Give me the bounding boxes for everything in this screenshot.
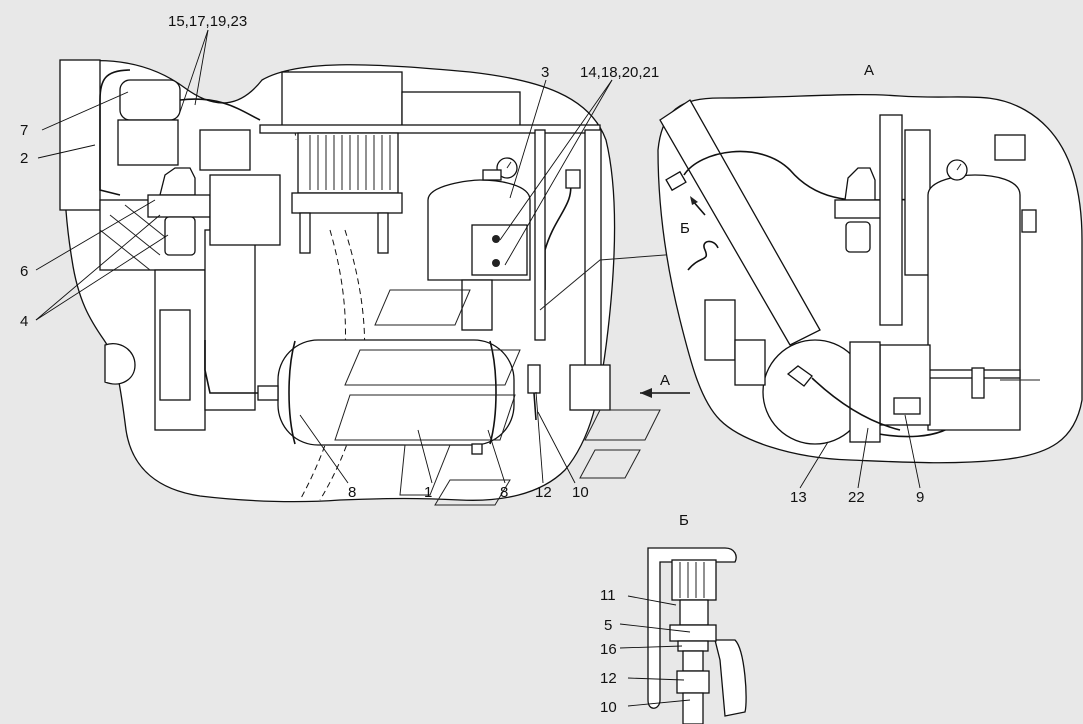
receiver-tank [277, 339, 515, 446]
view-a-title: А [864, 62, 874, 79]
support-leg [299, 212, 311, 254]
callout-label: 5 [604, 617, 612, 634]
tank-valve [786, 365, 813, 387]
callout-label: 10 [572, 484, 589, 501]
tank-inlet [257, 385, 279, 401]
valve-body [119, 79, 181, 121]
direction-arrow-head [640, 388, 652, 398]
callout-label: 10 [600, 699, 617, 716]
wire-hook [687, 240, 719, 271]
callout-label: 12 [600, 670, 617, 687]
fitting [971, 367, 985, 399]
drain-valve [471, 443, 483, 455]
callout-label: 13 [790, 489, 807, 506]
round-boss [104, 343, 136, 385]
gauge-needle [506, 161, 512, 169]
callout-label: 8 [500, 484, 508, 501]
hose [682, 692, 704, 724]
connector-block [704, 299, 736, 361]
callout-label: 22 [848, 489, 865, 506]
support-leg [377, 212, 389, 254]
coupling-socket [671, 559, 717, 601]
frame-bar [259, 124, 601, 134]
top-fitting [994, 134, 1026, 161]
coupling-neck [679, 599, 709, 626]
callout-label: 1 [424, 484, 432, 501]
socket-ribs [679, 562, 705, 598]
bracket-column [204, 229, 256, 411]
radiator-fins [309, 135, 391, 190]
washer [677, 640, 709, 652]
frame-bar [281, 71, 403, 127]
leader-lines [35, 29, 921, 707]
callout-label: 12 [535, 484, 552, 501]
pipe [204, 340, 258, 394]
tank-band [288, 340, 296, 445]
radiator-base [291, 192, 403, 214]
sleeve [676, 670, 710, 694]
frame-bar [401, 91, 521, 127]
side-panel [59, 59, 101, 211]
hex-nut [669, 624, 717, 642]
mount-bracket [471, 224, 528, 276]
callout-label: 14,18,20,21 [580, 64, 659, 81]
direction-a-label: А [660, 372, 670, 389]
frame-column [584, 129, 602, 401]
valve-body [117, 119, 179, 166]
gauge-stem [482, 169, 502, 181]
callout-label: 4 [20, 313, 28, 330]
tank-flange [849, 341, 881, 443]
pipe [811, 377, 901, 431]
dryer-bottom [461, 279, 493, 331]
nipple [682, 650, 704, 672]
gauge-needle [956, 163, 962, 171]
tank-band [489, 340, 497, 445]
coupling-head [665, 170, 687, 192]
filter-cartridge [845, 221, 871, 253]
side-valve [1021, 209, 1037, 233]
view-a: А Б [657, 62, 1083, 464]
callout-label: 3 [541, 64, 549, 81]
pipe [99, 69, 131, 196]
callout-label: 15,17,19,23 [168, 13, 247, 30]
hatch [99, 199, 191, 271]
frame-column [879, 114, 903, 326]
dashed-line [319, 229, 366, 501]
callout-label: 2 [20, 150, 28, 167]
callout-label: 7 [20, 122, 28, 139]
outlet-valve [527, 364, 541, 394]
bolt-plate [159, 309, 191, 401]
support-plate [569, 364, 611, 411]
manifold [834, 199, 886, 219]
view-b-title: Б [679, 512, 689, 529]
pipe [179, 98, 261, 121]
bolt [492, 259, 500, 267]
valve-manifold [147, 194, 211, 218]
pipe-fitting [565, 169, 581, 189]
bracket-tab [714, 639, 747, 717]
direction-b-label: Б [680, 220, 690, 237]
callouts: 15,17,19,23 3 14,18,20,21 7 2 6 4 8 1 8 … [20, 13, 924, 716]
bolt [492, 235, 500, 243]
callout-label: 11 [600, 587, 616, 604]
housing [209, 174, 281, 246]
radiator [297, 132, 399, 194]
label-plate [893, 397, 921, 415]
view-b: Б [647, 512, 747, 724]
main-view: А [59, 59, 731, 506]
callout-label: 9 [916, 489, 924, 506]
hose [533, 392, 537, 421]
callout-label: 6 [20, 263, 28, 280]
dryer-cylinder [927, 174, 1021, 431]
callout-label: 16 [600, 641, 617, 658]
section-arrow-head [690, 196, 698, 205]
bracket [647, 547, 737, 709]
frame-column [534, 129, 546, 341]
frame-column [904, 129, 931, 276]
callout-label: 8 [348, 484, 356, 501]
connector-block [734, 339, 766, 386]
filter-cartridge [164, 216, 196, 256]
valve-block [199, 129, 251, 171]
